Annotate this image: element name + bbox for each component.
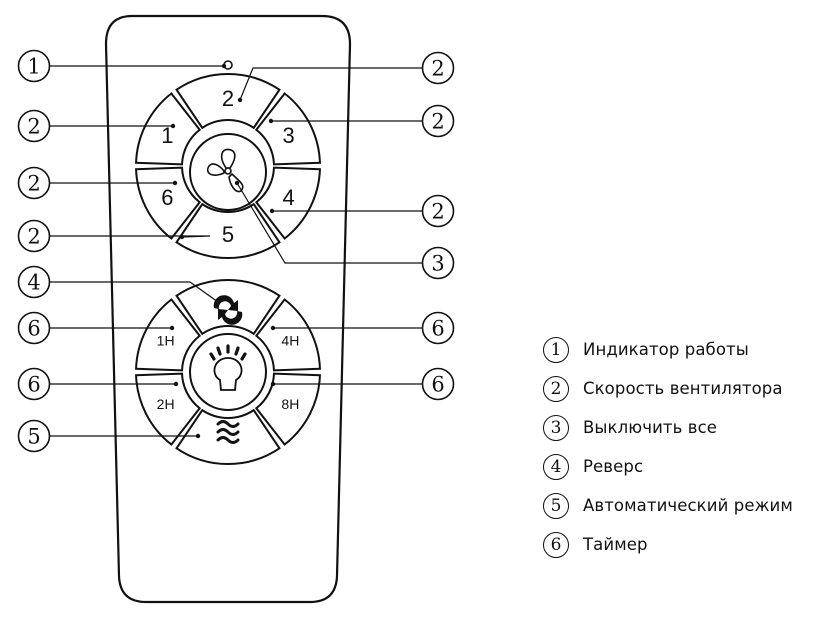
legend-text: Таймер — [583, 535, 648, 554]
svg-text:1: 1 — [27, 55, 40, 79]
speed-button-2[interactable]: 2 — [175, 73, 281, 130]
legend-number: 6 — [543, 531, 569, 558]
function-button-ring: 4H 8H 2H 1H — [135, 279, 321, 465]
callout-2: 2 — [421, 51, 455, 85]
callout-6: 6 — [17, 311, 51, 345]
speed-button-3[interactable]: 3 — [254, 92, 321, 166]
timer-button-4h-label: 4H — [281, 332, 299, 348]
timer-button-8h[interactable]: 8H — [254, 372, 321, 446]
callout-2: 2 — [17, 109, 51, 143]
callout-leaders — [50, 63, 425, 439]
timer-button-8h-label: 8H — [281, 396, 299, 412]
svg-text:6: 6 — [431, 373, 444, 397]
legend-text: Индикатор работы — [583, 340, 749, 359]
leader-dot — [270, 381, 276, 387]
timer-button-2h[interactable]: 2H — [135, 372, 202, 446]
leader-dot — [179, 234, 185, 240]
timer-button-1h[interactable]: 1H — [135, 298, 202, 372]
legend-number: 5 — [543, 492, 569, 519]
callout-3: 3 — [421, 246, 455, 280]
legend-item: 5 Автоматический режим — [543, 486, 813, 525]
wave-icon — [216, 420, 240, 444]
fan-blade-icon — [206, 148, 244, 193]
callout-4: 4 — [17, 265, 51, 299]
legend-item: 3 Выключить все — [543, 408, 813, 447]
speed-button-ring: 2 3 4 5 6 1 — [135, 73, 321, 259]
speed-button-2-label: 2 — [222, 86, 234, 111]
remote-body — [104, 14, 352, 604]
all-off-button[interactable] — [189, 133, 267, 211]
leader-dot — [270, 325, 276, 331]
legend-text: Автоматический режим — [583, 496, 793, 515]
legend: 1 Индикатор работы 2 Скорость вентилятор… — [543, 330, 813, 564]
speed-button-4-label: 4 — [282, 185, 294, 210]
legend-item: 2 Скорость вентилятора — [543, 369, 813, 408]
legend-number: 2 — [543, 375, 569, 402]
reverse-button[interactable] — [175, 279, 281, 336]
speed-button-6[interactable]: 6 — [135, 166, 202, 240]
callout-2: 2 — [421, 194, 455, 228]
callout-1: 1 — [17, 49, 51, 83]
callout-2: 2 — [421, 104, 455, 138]
speed-button-3-label: 3 — [282, 123, 294, 148]
callout-6: 6 — [421, 367, 455, 401]
leader-dot — [170, 123, 176, 129]
leader-dot — [215, 299, 221, 305]
speed-button-1[interactable]: 1 — [135, 92, 202, 166]
callout-2: 2 — [17, 219, 51, 253]
svg-text:2: 2 — [27, 115, 40, 139]
svg-text:2: 2 — [27, 172, 40, 196]
legend-item: 1 Индикатор работы — [543, 330, 813, 369]
speed-button-6-label: 6 — [161, 185, 173, 210]
speed-button-5[interactable]: 5 — [175, 202, 281, 259]
legend-number: 3 — [543, 414, 569, 441]
svg-text:2: 2 — [431, 200, 444, 224]
leader-dot — [221, 63, 227, 69]
callout-6: 6 — [17, 367, 51, 401]
legend-item: 4 Реверс — [543, 447, 813, 486]
auto-mode-button[interactable] — [175, 408, 281, 465]
speed-button-5-label: 5 — [222, 222, 234, 247]
speed-button-4[interactable]: 4 — [254, 166, 321, 240]
timer-button-2h-label: 2H — [157, 396, 175, 412]
callout-markers: 1 2 2 2 2 2 2 3 4 6 6 6 6 5 — [17, 49, 455, 453]
legend-text: Выключить все — [583, 418, 718, 437]
leader-dot — [195, 433, 201, 439]
svg-text:6: 6 — [431, 317, 444, 341]
svg-text:2: 2 — [27, 225, 40, 249]
callout-6: 6 — [421, 311, 455, 345]
svg-text:4: 4 — [27, 271, 40, 295]
leader-dot — [169, 325, 175, 331]
callout-2: 2 — [17, 166, 51, 200]
svg-text:2: 2 — [431, 110, 444, 134]
bulb-icon — [209, 344, 247, 391]
legend-text: Реверс — [583, 457, 644, 476]
legend-text: Скорость вентилятора — [583, 379, 783, 398]
leader-dot — [234, 180, 240, 186]
svg-text:3: 3 — [431, 252, 444, 276]
callout-5: 5 — [17, 419, 51, 453]
timer-button-1h-label: 1H — [157, 332, 175, 348]
leader-dot — [268, 118, 274, 124]
svg-text:6: 6 — [27, 373, 40, 397]
legend-item: 6 Таймер — [543, 525, 813, 564]
svg-text:6: 6 — [27, 317, 40, 341]
svg-text:5: 5 — [27, 425, 40, 449]
leader-dot — [172, 180, 178, 186]
timer-button-4h[interactable]: 4H — [254, 298, 321, 372]
light-button[interactable] — [189, 333, 267, 411]
reverse-arrows-icon — [213, 295, 243, 325]
speed-button-1-label: 1 — [161, 123, 173, 148]
legend-number: 4 — [543, 453, 569, 480]
legend-number: 1 — [543, 336, 569, 363]
svg-text:2: 2 — [431, 57, 444, 81]
leader-dot — [237, 97, 243, 103]
leader-dot — [269, 208, 275, 214]
leader-dot — [173, 381, 179, 387]
